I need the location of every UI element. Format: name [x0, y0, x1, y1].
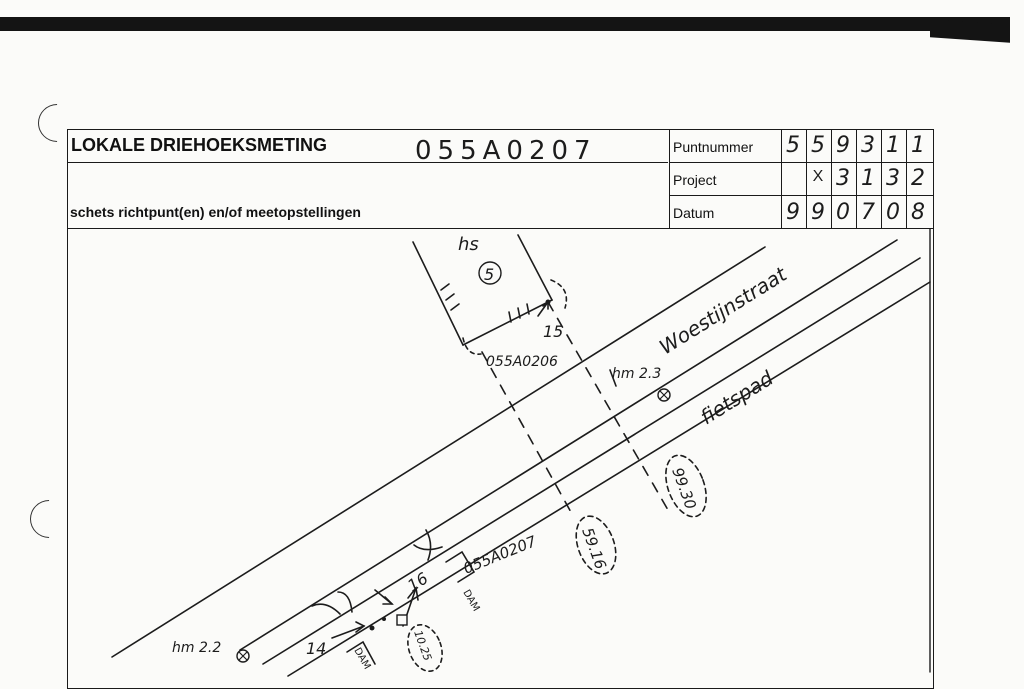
point-14-arrow: [355, 621, 366, 633]
project-digit: 3: [836, 166, 850, 191]
point-15-dot: [545, 299, 551, 305]
road-edge-lower: [239, 239, 898, 651]
point-14-dot-2: [382, 617, 386, 621]
puntnummer-digit: 5: [811, 133, 825, 158]
project-digit: 3: [886, 166, 900, 191]
measure-line-9930: [547, 301, 669, 511]
cycle-path-edge-lower: [287, 281, 931, 677]
dam-1-label: DAM: [460, 588, 481, 613]
point-16-arrow: [407, 586, 419, 601]
digits-left-border: [781, 130, 782, 228]
distance-9930-label: 99.30: [668, 465, 700, 512]
hm-22-cross: [238, 651, 248, 661]
datum-digit: 7: [861, 200, 875, 225]
hm-23-label: hm 2.3: [612, 366, 661, 382]
fields-divider-2: [669, 195, 933, 196]
point-055A0206-arc-right: [550, 279, 568, 309]
distance-1025-label: 10.25: [411, 629, 434, 663]
driveway-curves: [311, 529, 443, 615]
form-subtitle: schets richtpunt(en) en/of meetopstellin…: [70, 204, 361, 220]
datum-digit: 0: [836, 200, 850, 225]
project-digit: 1: [861, 166, 875, 191]
road-edge-upper: [111, 246, 766, 658]
fields-divider-1: [669, 162, 933, 163]
cycle-path-edge-upper: [262, 257, 921, 665]
digit-sep-4: [881, 130, 882, 228]
distance-1025-oval: [407, 623, 443, 673]
project-digit: X: [812, 168, 824, 185]
cycle-path-label: fietspad: [696, 366, 778, 430]
point-15-label: 15: [543, 322, 563, 341]
header-divider-1: [68, 162, 668, 163]
digit-sep-2: [831, 130, 832, 228]
dam-2-box: [346, 640, 376, 665]
header-divider-2: [68, 228, 933, 229]
house-label: hs: [458, 234, 479, 255]
distance-5916-oval: [575, 515, 617, 575]
project-digit: 2: [911, 166, 925, 191]
scan-edge-bar: [0, 17, 1010, 31]
fields-left-border: [669, 130, 670, 228]
dam-2-label: DAM: [351, 646, 372, 671]
house-hatch-left: [440, 283, 460, 311]
dimension-arrowhead-16: [382, 596, 394, 605]
hm-23-cross: [659, 390, 669, 400]
house-facade: [462, 299, 553, 346]
puntnummer-digit: 3: [861, 133, 875, 158]
point-055A0207-label: 055A0207: [461, 532, 540, 578]
point-14-label: 14: [306, 639, 326, 658]
puntnummer-digit: 9: [836, 133, 850, 158]
house-number: 5: [484, 265, 494, 284]
distance-9930-oval: [665, 454, 707, 518]
form-title-code: 055A0207: [415, 136, 597, 166]
hm-23-tick: [609, 369, 617, 387]
house-wall-left: [412, 241, 464, 346]
house-number-circle: [478, 261, 502, 285]
measure-line-5916: [481, 351, 573, 515]
puntnummer-digit: 1: [911, 133, 925, 158]
point-14-leader: [331, 625, 365, 639]
point-055A0207-marker-icon: [396, 614, 408, 626]
point-14-dot: [369, 625, 375, 631]
datum-digit: 8: [911, 200, 925, 225]
project-label: Project: [673, 172, 717, 188]
puntnummer-digit: 1: [886, 133, 900, 158]
point-055A0206-label: 055A0206: [486, 354, 558, 370]
digit-sep-5: [906, 130, 907, 228]
puntnummer-digit: 5: [786, 133, 800, 158]
house-hatch-front: [508, 303, 530, 323]
point-055A0206-arc-left: [462, 337, 482, 355]
datum-label: Datum: [673, 205, 715, 221]
digit-sep-3: [856, 130, 857, 228]
street-label: Woestijnstraat: [655, 261, 792, 359]
distance-5916-label: 59.16: [578, 525, 610, 572]
hm-22-label: hm 2.2: [172, 640, 221, 656]
puntnummer-label: Puntnummer: [673, 139, 754, 155]
house-wall-right: [517, 234, 553, 301]
dam-1-box: [445, 550, 476, 583]
datum-digit: 9: [811, 200, 825, 225]
datum-digit: 0: [886, 200, 900, 225]
form-title: LOKALE DRIEHOEKSMETING: [71, 135, 328, 155]
datum-digit: 9: [786, 200, 800, 225]
digit-sep-1: [806, 130, 807, 228]
